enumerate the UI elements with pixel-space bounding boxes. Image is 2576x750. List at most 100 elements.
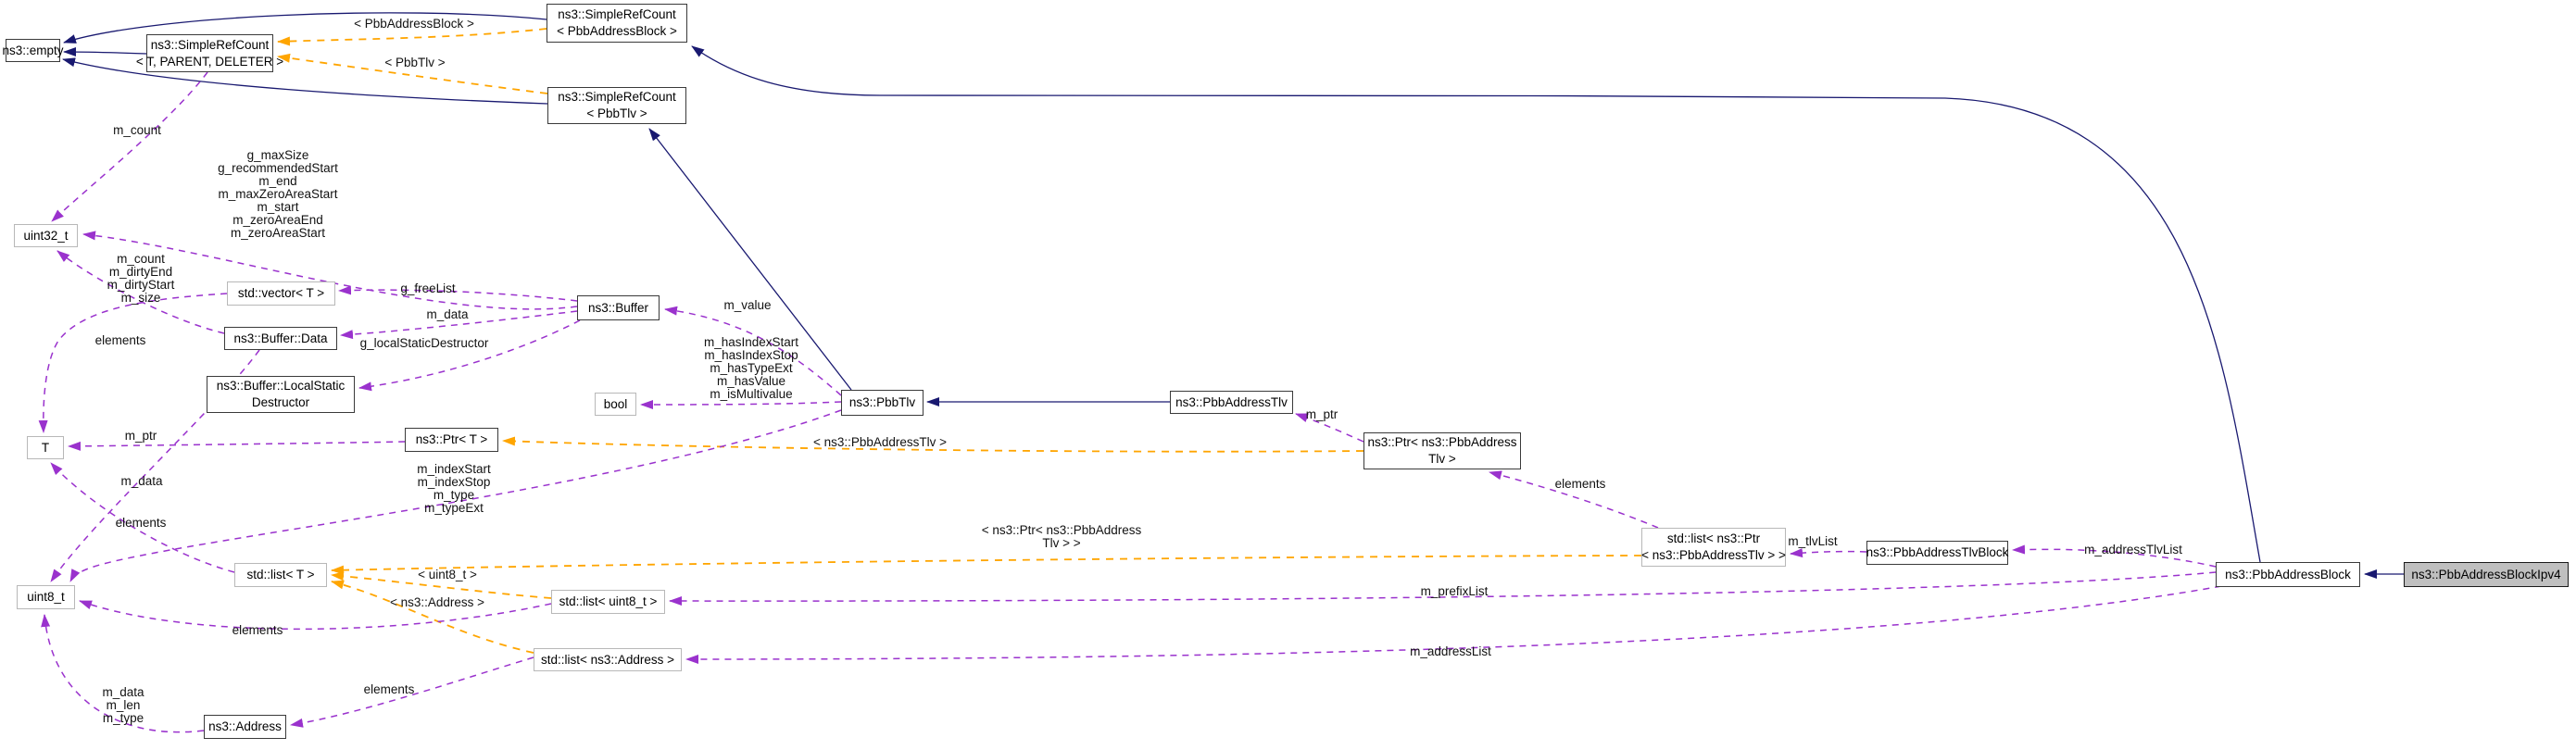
- node-simplerefcount-pbbtlv-label-line-1: < PbbTlv >: [586, 106, 647, 120]
- node-simplerefcount-pbbaddressblock-label-line-0: ns3::SimpleRefCount: [558, 7, 676, 22]
- label-g-freelist: g_freeList: [400, 281, 456, 295]
- usage-buffer-to-uint32: [82, 231, 578, 310]
- node-pbbaddressblock[interactable]: ns3::PbbAddressBlock: [2216, 562, 2360, 587]
- node-simplerefcount-pbbaddressblock[interactable]: ns3::SimpleRefCount< PbbAddressBlock >: [547, 4, 687, 43]
- node-simplerefcount-pbbtlv[interactable]: ns3::SimpleRefCount< PbbTlv >: [547, 87, 686, 124]
- node-pbbtlv-label-line-0: ns3::PbbTlv: [848, 395, 916, 410]
- label-m-addresstlvlist: m_addressTlvList: [2084, 542, 2182, 556]
- inherit-pbbaddressblock-to-simplerefcount-pab: [691, 45, 2261, 563]
- usage-pab-m-addresslist-to-listaddr: [685, 585, 2222, 664]
- node-std-list-address: std::list< ns3::Address >: [534, 648, 682, 671]
- label-ptrpat-m-ptr: m_ptr: [1305, 406, 1338, 421]
- label-listaddr-elements: elements: [363, 681, 415, 696]
- usage-bufferdata-to-uint32: [57, 250, 225, 334]
- node-uint8-t-label-line-0: uint8_t: [27, 590, 65, 605]
- template-simplerefcount-pab-to-tpd: [277, 28, 547, 46]
- label-listu8-elements: elements: [232, 622, 283, 637]
- node-pbbtlv[interactable]: ns3::PbbTlv: [841, 390, 924, 416]
- template-simplerefcount-pbbtlv-to-tpd: [277, 53, 548, 94]
- usage-pbbtlv-m-value-to-buffer: [664, 306, 842, 396]
- node-bool: bool: [595, 393, 636, 416]
- label-listt-elements: elements: [115, 515, 167, 530]
- node-pbbaddresstlv-label-line-0: ns3::PbbAddressTlv: [1175, 394, 1288, 409]
- node-std-list-address-label-line-0: std::list< ns3::Address >: [540, 652, 675, 667]
- label-template-ns3-pbbaddresstlv: < ns3::PbbAddressTlv >: [812, 434, 948, 449]
- node-t-label-line-0: T: [41, 440, 50, 455]
- node-pbbaddressblockipv4: ns3::PbbAddressBlockIpv4: [2404, 562, 2569, 587]
- node-buffer-localstaticdestructor-label-line-0: ns3::Buffer::LocalStatic: [216, 379, 346, 394]
- node-simplerefcount-tpd[interactable]: ns3::SimpleRefCount< T, PARENT, DELETER …: [136, 34, 283, 72]
- node-t: T: [27, 436, 64, 459]
- node-simplerefcount-pbbtlv-label-line-0: ns3::SimpleRefCount: [558, 90, 676, 105]
- template-list-ptr-to-list-t: [331, 555, 1642, 575]
- usage-listaddr-elements-to-address: [290, 656, 534, 728]
- node-std-list-t: std::list< T >: [234, 563, 327, 587]
- usage-pab-m-addresstlvlist-to-patb: [2012, 544, 2217, 568]
- node-uint32-t-label-line-0: uint32_t: [23, 228, 69, 243]
- label-template-pbbaddressblock: < PbbAddressBlock >: [354, 16, 474, 31]
- label-listptr-elements: elements: [1554, 476, 1606, 491]
- node-address-label-line-0: ns3::Address: [208, 719, 282, 734]
- usage-ptr-m-ptr-to-t: [68, 441, 406, 451]
- node-buffer-label-line-0: ns3::Buffer: [587, 300, 649, 315]
- node-uint32-t: uint32_t: [14, 224, 78, 247]
- template-list-address-to-list-t: [331, 580, 534, 654]
- node-empty-label-line-0: ns3::empty: [2, 43, 64, 57]
- node-pbbaddresstlv[interactable]: ns3::PbbAddressTlv: [1170, 391, 1293, 414]
- node-buffer-localstaticdestructor-label-line-1: Destructor: [251, 395, 310, 409]
- node-ptr-t-label-line-0: ns3::Ptr< T >: [415, 432, 488, 447]
- node-address[interactable]: ns3::Address: [204, 715, 286, 739]
- label-buffer-m-data: m_data: [426, 306, 469, 321]
- label-template-address: < ns3::Address >: [389, 594, 485, 609]
- usage-vector-elements-to-t: [38, 293, 228, 433]
- node-pbbaddressblock-label-line-0: ns3::PbbAddressBlock: [2225, 567, 2351, 581]
- inherit-simplerefcount-pab-to-empty: [63, 12, 547, 44]
- usage-buffer-g-freelist: [338, 285, 578, 302]
- node-std-list-ptr-pbbaddresstlv: std::list< ns3::Ptr< ns3::PbbAddressTlv …: [1641, 528, 1786, 567]
- label-m-tlvlist: m_tlvList: [1788, 533, 1838, 548]
- label-template-uint8: < uint8_t >: [418, 567, 477, 581]
- node-std-list-uint8-t-label-line-0: std::list< uint8_t >: [559, 594, 658, 609]
- label-m-count: m_count: [113, 122, 161, 137]
- node-uint8-t: uint8_t: [17, 585, 75, 609]
- label-bufferdata-m-data: m_data: [120, 473, 163, 488]
- node-buffer[interactable]: ns3::Buffer: [577, 295, 660, 320]
- label-template-pbbtlv: < PbbTlv >: [384, 55, 446, 69]
- node-buffer-data-label-line-0: ns3::Buffer::Data: [233, 331, 328, 345]
- node-std-vector-t-label-line-0: std::vector< T >: [237, 286, 325, 301]
- node-std-list-t-label-line-0: std::list< T >: [246, 568, 315, 582]
- usage-patb-m-tlvlist-to-listptr: [1790, 548, 1867, 558]
- node-ptr-t[interactable]: ns3::Ptr< T >: [405, 428, 498, 452]
- label-g-localstaticdestructor: g_localStaticDestructor: [359, 335, 489, 350]
- inherit-simplerefcount-pbbtlv-to-empty: [62, 57, 548, 105]
- usage-listu8-elements-to-uint8: [79, 600, 552, 631]
- label-m-prefixlist: m_prefixList: [1420, 583, 1489, 598]
- usage-buffer-g-localstaticdestructor: [358, 319, 581, 392]
- inherit-pbbtlv-to-simplerefcount-pbbtlv: [648, 128, 852, 391]
- node-ptr-pbbaddresstlv-label-line-0: ns3::Ptr< ns3::PbbAddress: [1367, 435, 1517, 450]
- usage-bufferdata-m-data-to-uint8: [50, 349, 260, 582]
- usage-listptr-elements-to-ptrpat: [1489, 470, 1659, 529]
- usage-listt-elements-to-t: [50, 462, 235, 573]
- label-m-addresslist: m_addressList: [1410, 644, 1491, 658]
- label-vector-elements: elements: [94, 332, 146, 347]
- node-std-list-ptr-pbbaddresstlv-label-line-0: std::list< ns3::Ptr: [1666, 531, 1761, 546]
- node-std-list-ptr-pbbaddresstlv-label-line-1: < ns3::PbbAddressTlv > >: [1641, 548, 1786, 562]
- node-simplerefcount-pbbaddressblock-label-line-1: < PbbAddressBlock >: [557, 24, 677, 38]
- inherit-simplerefcount-tpd-to-empty: [63, 47, 147, 57]
- node-simplerefcount-tpd-label-line-0: ns3::SimpleRefCount: [150, 37, 270, 52]
- node-buffer-data[interactable]: ns3::Buffer::Data: [224, 327, 337, 350]
- usage-simplerefcount-m-count: [51, 71, 208, 222]
- usage-buffer-m-data: [340, 310, 578, 340]
- usage-ptrpat-m-ptr-to-pbbaddresstlv: [1295, 413, 1364, 443]
- node-empty[interactable]: ns3::empty: [2, 39, 64, 62]
- node-pbbaddresstlvblock[interactable]: ns3::PbbAddressTlvBlock: [1866, 541, 2008, 565]
